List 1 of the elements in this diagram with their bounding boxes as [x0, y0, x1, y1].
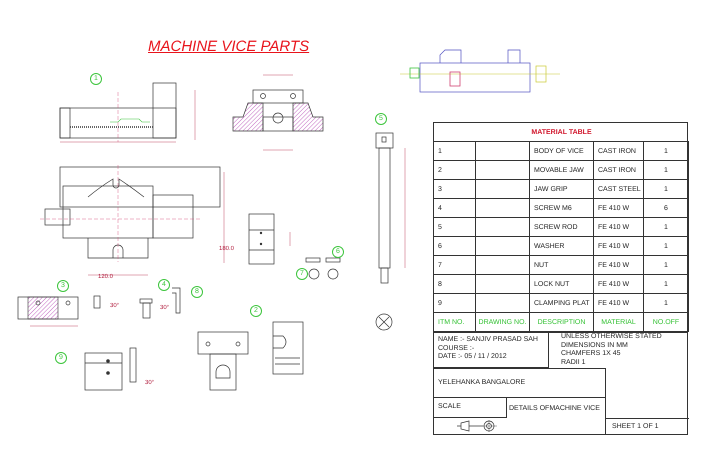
drawing-title: MACHINE VICE PARTS — [148, 38, 310, 55]
